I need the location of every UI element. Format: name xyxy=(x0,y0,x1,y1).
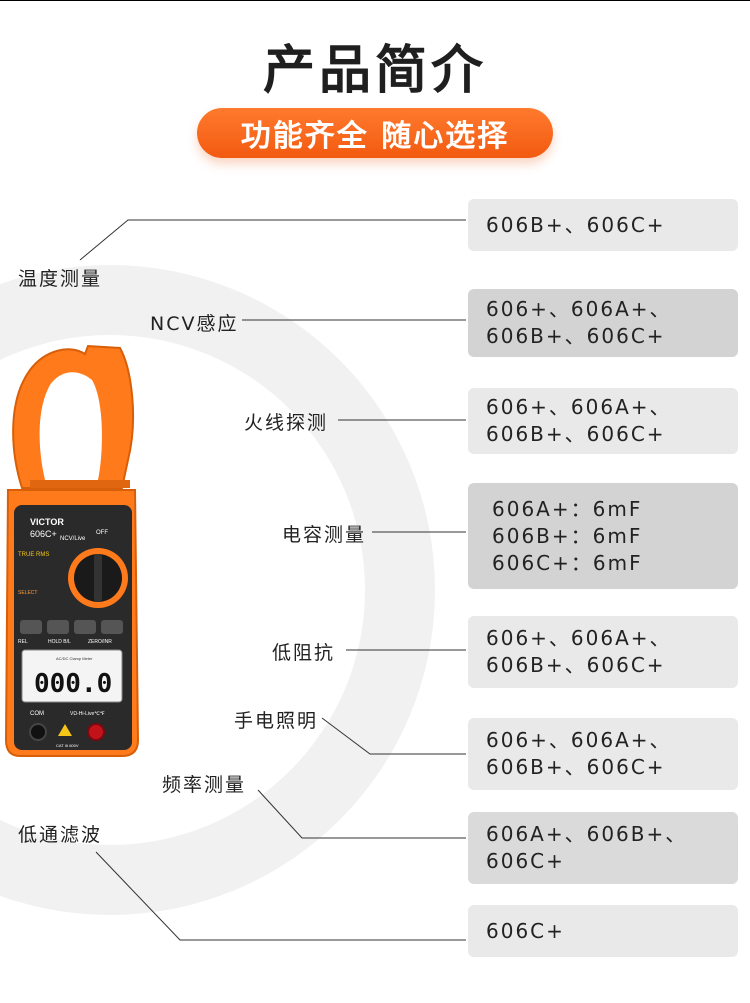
off-label: OFF xyxy=(96,530,108,536)
lcd-caption: AC/DC Clamp Meter xyxy=(56,656,93,661)
models-line: 606C+：6mF xyxy=(492,550,643,575)
models-line: 606+、606A+、 xyxy=(486,626,672,650)
page-title: 产品简介 xyxy=(262,41,487,101)
lcd-reading: 000.0 xyxy=(34,669,112,699)
subtitle-badge: 功能齐全 随心选择 xyxy=(197,108,553,158)
models-line: 606+、606A+、 xyxy=(486,728,672,752)
models-line: 606+、606A+、 xyxy=(486,297,672,321)
models-line: 606+、606A+、 xyxy=(486,395,672,419)
zero-label: ZERO/INR xyxy=(88,639,112,645)
models-line: 606B+：6mF xyxy=(492,523,643,548)
model-label: 606C+ xyxy=(30,529,57,539)
models-line: 606A+：6mF xyxy=(492,496,643,521)
rel-label: REL xyxy=(18,639,28,645)
brand-label: VICTOR xyxy=(30,517,64,527)
models-box-capacitance: 606A+：6mF 606B+：6mF 606C+：6mF xyxy=(468,483,738,589)
feature-label-capacitance: 电容测量 xyxy=(282,524,367,546)
feature-label-flashlight: 手电照明 xyxy=(234,710,319,732)
models-line: 606B+、606C+ xyxy=(486,653,666,677)
models-line: 606C+ xyxy=(486,918,565,943)
com-label: COM xyxy=(30,711,44,717)
models-line: 606B+、606C+ xyxy=(486,755,666,779)
models-box-lowpass: 606C+ xyxy=(468,905,738,957)
feature-label-frequency: 频率测量 xyxy=(162,774,247,796)
hold-label: HOLD B/L xyxy=(48,639,71,645)
models-line: 606B+、606C+ xyxy=(486,212,666,237)
feature-label-low-impedance: 低阻抗 xyxy=(272,642,336,664)
feature-label-live-wire: 火线探测 xyxy=(244,412,329,434)
models-line: 606C+ xyxy=(486,849,565,873)
feature-label-temperature: 温度测量 xyxy=(18,268,103,290)
feature-label-ncv: NCV感应 xyxy=(150,313,239,335)
models-box-temperature: 606B+、606C+ xyxy=(468,199,738,251)
models-line: 606A+、606B+、 xyxy=(486,822,688,846)
feature-label-lowpass: 低通滤波 xyxy=(18,824,103,846)
models-box-flashlight: 606+、606A+、 606B+、606C+ xyxy=(468,718,738,790)
ncv-label: NCV/Live xyxy=(60,536,86,542)
true-rms-label: TRUE RMS xyxy=(18,552,49,558)
select-label: SELECT xyxy=(18,590,37,596)
models-box-low-impedance: 606+、606A+、 606B+、606C+ xyxy=(468,616,738,688)
models-line: 606B+、606C+ xyxy=(486,422,666,446)
models-box-frequency: 606A+、606B+、 606C+ xyxy=(468,812,738,884)
top-divider xyxy=(0,0,750,1)
models-box-ncv: 606+、606A+、 606B+、606C+ xyxy=(468,289,738,357)
clamp-meter-image: VICTOR 606C+ NCV/Live OFF TRUE RMS SELEC… xyxy=(4,344,140,757)
cat-label: CAT III 600V xyxy=(56,743,79,748)
input-label: VΩ-Hi-Live℃℉ xyxy=(70,711,105,717)
models-line: 606B+、606C+ xyxy=(486,324,666,348)
models-box-live-wire: 606+、606A+、 606B+、606C+ xyxy=(468,388,738,454)
